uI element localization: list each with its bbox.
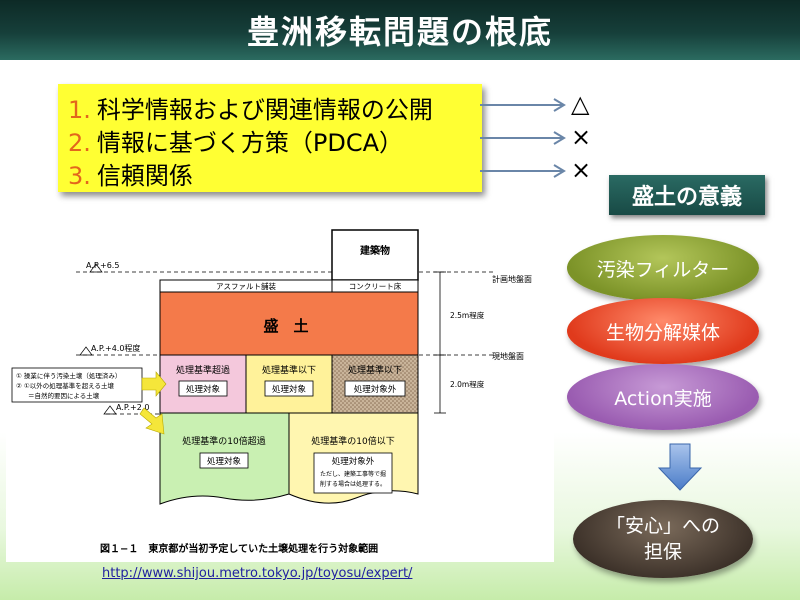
slide-title: 豊洲移転問題の根底 <box>246 13 553 51</box>
assurance-line-2: 担保 <box>643 541 682 563</box>
target-label: 処理対象 <box>207 456 242 467</box>
target-label: 処理対象 <box>186 384 221 395</box>
oval-label: 生物分解媒体 <box>605 321 720 344</box>
non-target-label: 処理対象外 <box>354 384 397 395</box>
evaluation-mark: △ <box>571 90 590 118</box>
ap20-label: A.P.+2.0 <box>116 403 149 412</box>
asphalt-label: アスファルト舗装 <box>216 281 276 291</box>
issue-number: 2. <box>68 129 91 157</box>
oval-filter: 汚染フィルター <box>567 235 759 301</box>
ap65-label: A.P.+6.5 <box>86 261 119 270</box>
evaluation-mark: × <box>571 123 592 151</box>
note-text: ただし、建築工事等で掘 <box>320 470 386 478</box>
issue-text: 情報に基づく方策（PDCA） <box>96 129 404 157</box>
arrow-right-icon <box>480 164 566 178</box>
issue-text: 科学情報および関連情報の公開 <box>96 96 433 124</box>
oval-label: Action実施 <box>614 387 712 410</box>
non-target-label: 処理対象外 <box>332 456 375 467</box>
issue-number: 1. <box>68 96 91 124</box>
soil-diagram: A.P.+6.5 A.P.+4.0程度 A.P.+2.0 建築物 アスファルト舗… <box>6 222 554 562</box>
issue-item-3: 3.信頼関係 <box>68 156 193 191</box>
arrow-right-icon <box>480 98 566 112</box>
issue-number: 3. <box>68 162 91 190</box>
figure-caption: 図１−１ 東京都が当初予定していた土壌処理を行う対象範囲 <box>100 542 378 555</box>
note-text: ＝自然的要因による土壌 <box>28 391 100 400</box>
building-label: 建築物 <box>359 244 390 257</box>
issue-item-1: 1.科学情報および関連情報の公開 <box>68 90 433 125</box>
meaning-label: 盛土の意義 <box>609 175 765 215</box>
target-label: 処理対象 <box>272 384 307 395</box>
current-level-label: 現地盤面 <box>492 351 524 361</box>
fill-label: 盛 土 <box>263 317 308 335</box>
plan-level-label: 計画地盤面 <box>492 274 532 284</box>
oval-label: 汚染フィルター <box>596 258 730 281</box>
issue-text: 信頼関係 <box>96 162 193 190</box>
note-text: 削する場合は処理する。 <box>320 480 386 488</box>
cell-label: 処理基準超過 <box>176 364 230 376</box>
evaluation-mark: × <box>571 156 592 184</box>
issue-item-2: 2.情報に基づく方策（PDCA） <box>68 123 403 158</box>
cell-label: 処理基準の10倍超過 <box>182 435 265 447</box>
issues-box: 1.科学情報および関連情報の公開 2.情報に基づく方策（PDCA） 3.信頼関係 <box>58 84 482 192</box>
concrete-label: コンクリート床 <box>349 281 402 291</box>
note-box <box>11 367 143 403</box>
note-text: ① 操業に伴う汚染土壌（処理済み） <box>16 371 121 380</box>
cell-label: 処理基準の10倍以下 <box>311 435 394 447</box>
source-link[interactable]: http://www.shijou.metro.tokyo.jp/toyosu/… <box>102 566 413 581</box>
oval-assurance: 「安心」への担保 <box>573 500 753 578</box>
title-bar: 豊洲移転問題の根底 <box>0 0 800 60</box>
height-label: 2.0m程度 <box>450 379 485 389</box>
arrow-down-icon <box>657 443 703 491</box>
cell-label: 処理基準以下 <box>262 364 316 376</box>
oval-biodegradation: 生物分解媒体 <box>567 298 759 364</box>
ap40-label: A.P.+4.0程度 <box>91 343 140 353</box>
assurance-line-1: 「安心」への <box>605 515 720 537</box>
note-text: ② ①以外の処理基準を超える土壌 <box>16 381 115 390</box>
oval-action: Action実施 <box>567 364 759 430</box>
fill-layer <box>159 291 419 356</box>
height-label: 2.5m程度 <box>450 310 485 320</box>
arrow-right-icon <box>480 131 566 145</box>
cell-label: 処理基準以下 <box>348 364 402 376</box>
